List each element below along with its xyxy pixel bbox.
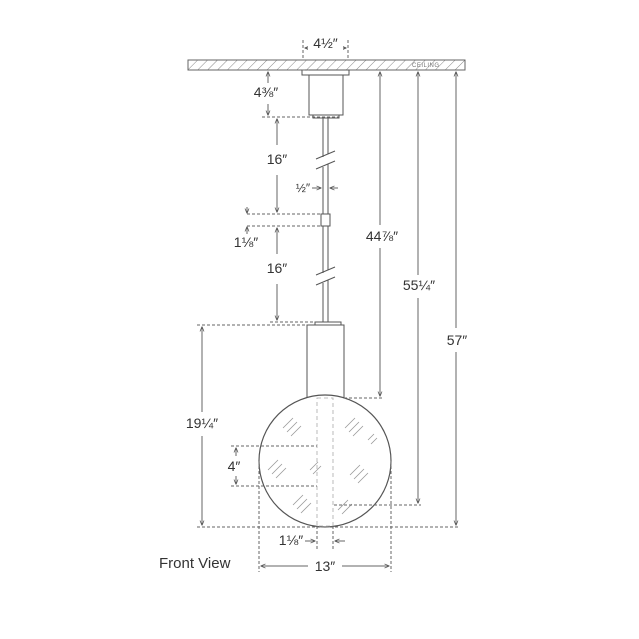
ceiling-label: CEILING (412, 63, 440, 69)
fixture-height-dimension (197, 324, 325, 528)
canopy-height-dimension (262, 69, 339, 118)
overall-dimension (325, 72, 460, 528)
stem-upper-label: 16″ (267, 151, 288, 167)
globe-width-dimension (258, 461, 392, 572)
globe (258, 394, 392, 528)
inner-height-dimension (231, 445, 317, 487)
socket-drop-label: 44⅞″ (366, 228, 398, 244)
canopy-width-label: 4½″ (313, 35, 337, 51)
socket-housing (306, 321, 345, 399)
inner-width-label: 1⅛″ (279, 532, 303, 548)
stem-upper-dimension (247, 119, 321, 215)
coupler-label: 1⅛″ (234, 234, 258, 250)
stem (315, 118, 336, 322)
ceiling: CEILING (187, 59, 466, 71)
canopy-height-label: 4⅜″ (254, 84, 278, 100)
coupler-dimension (247, 207, 321, 234)
globe-drop-dimension (334, 72, 421, 506)
view-label: Front View (159, 555, 231, 572)
overall-label: 57″ (447, 332, 468, 348)
stem-lower-label: 16″ (267, 260, 288, 276)
inner-width-dimension (305, 526, 345, 549)
globe-width-label: 13″ (315, 558, 336, 574)
inner-height-label: 4″ (228, 458, 241, 474)
canopy (301, 69, 350, 119)
stem-lower-dimension (270, 228, 321, 323)
fixture-height-label: 19¼″ (186, 415, 218, 431)
stem-diameter-label: ½″ (296, 181, 311, 195)
globe-drop-label: 55¼″ (403, 277, 435, 293)
socket-drop-dimension (344, 72, 384, 399)
